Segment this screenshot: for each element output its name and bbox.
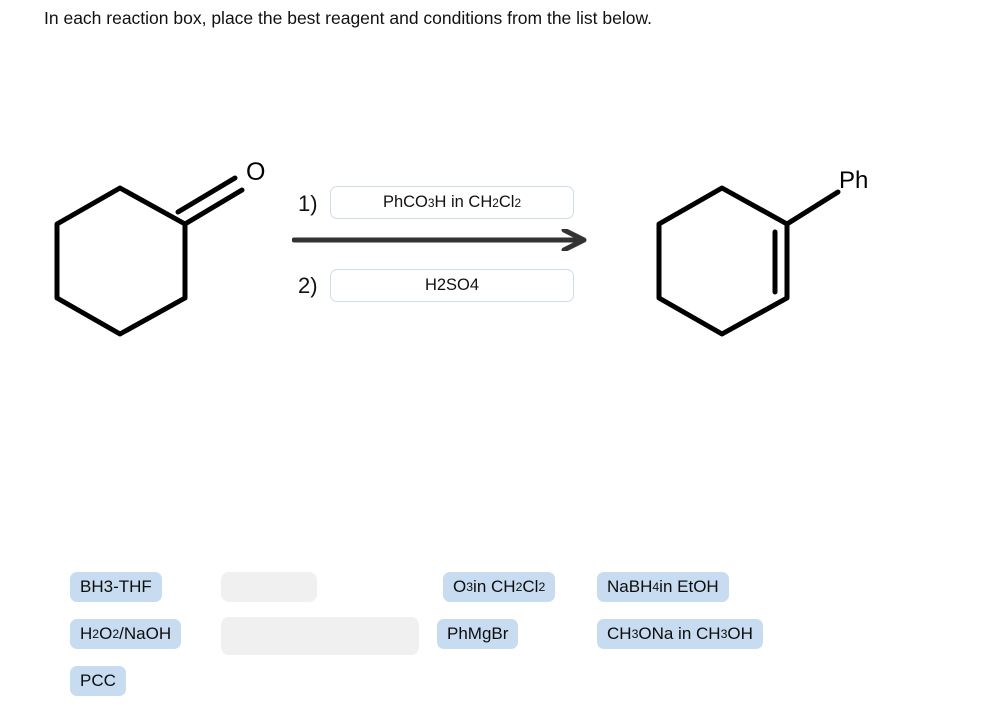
reactant-structure-cyclohexanone: O xyxy=(54,158,265,337)
reagent-chip-bh3-thf[interactable]: BH3-THF xyxy=(70,572,162,602)
step-1-number-label: 1) xyxy=(298,191,318,216)
product-structure-1-phenylcyclohexene: Ph xyxy=(656,167,868,337)
reagent-chip-pcc[interactable]: PCC xyxy=(70,666,126,696)
empty-slot-1[interactable] xyxy=(221,572,317,602)
step-2-number-label: 2) xyxy=(298,273,318,298)
page-title: In each reaction box, place the best rea… xyxy=(44,8,653,28)
product-phenyl-label: Ph xyxy=(839,167,868,194)
reaction-arrow-icon xyxy=(292,229,587,251)
empty-slot-2[interactable] xyxy=(221,617,419,655)
reactant-oxygen-label: O xyxy=(246,158,265,186)
drop-box-step-2[interactable]: H2SO4 xyxy=(330,269,574,302)
reagent-chip-phmgbr[interactable]: PhMgBr xyxy=(437,619,519,649)
